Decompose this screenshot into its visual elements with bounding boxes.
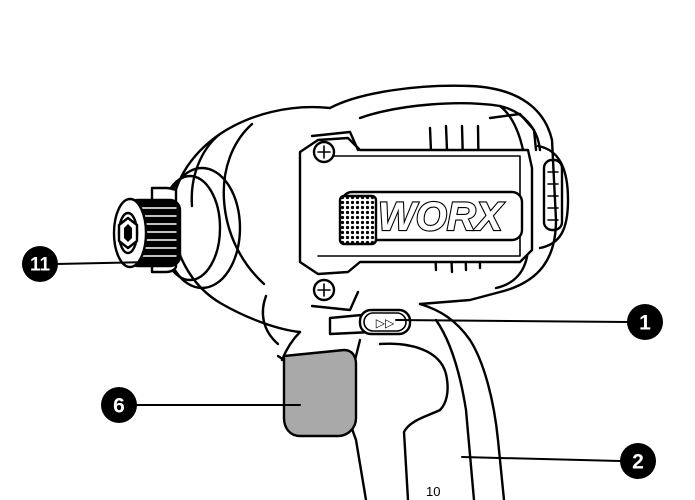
callout-1: 1 (627, 304, 663, 340)
callout-label-1: 1 (639, 312, 651, 335)
callout-2: 2 (620, 443, 656, 479)
brand-logo: WORX (378, 195, 505, 239)
leader-line-11 (55, 261, 151, 265)
leader-line-2 (461, 456, 621, 462)
chuck (112, 186, 182, 274)
callout-6: 6 (101, 387, 137, 423)
trigger[interactable] (282, 348, 358, 438)
leader-lines (55, 261, 629, 462)
callout-label-11: 11 (30, 255, 51, 276)
callout-label-6: 6 (113, 395, 125, 418)
handle (261, 294, 506, 500)
callout-label-2: 2 (632, 451, 644, 474)
leader-line-1 (395, 319, 629, 323)
knurled-grip-pad (338, 194, 378, 246)
direction-switch[interactable] (328, 308, 412, 336)
bottom-marking: 10 (426, 484, 440, 499)
logo-panel (298, 130, 534, 312)
direction-arrows-icon: ▷▷ (376, 316, 395, 330)
callout-11: 11 (22, 246, 58, 282)
